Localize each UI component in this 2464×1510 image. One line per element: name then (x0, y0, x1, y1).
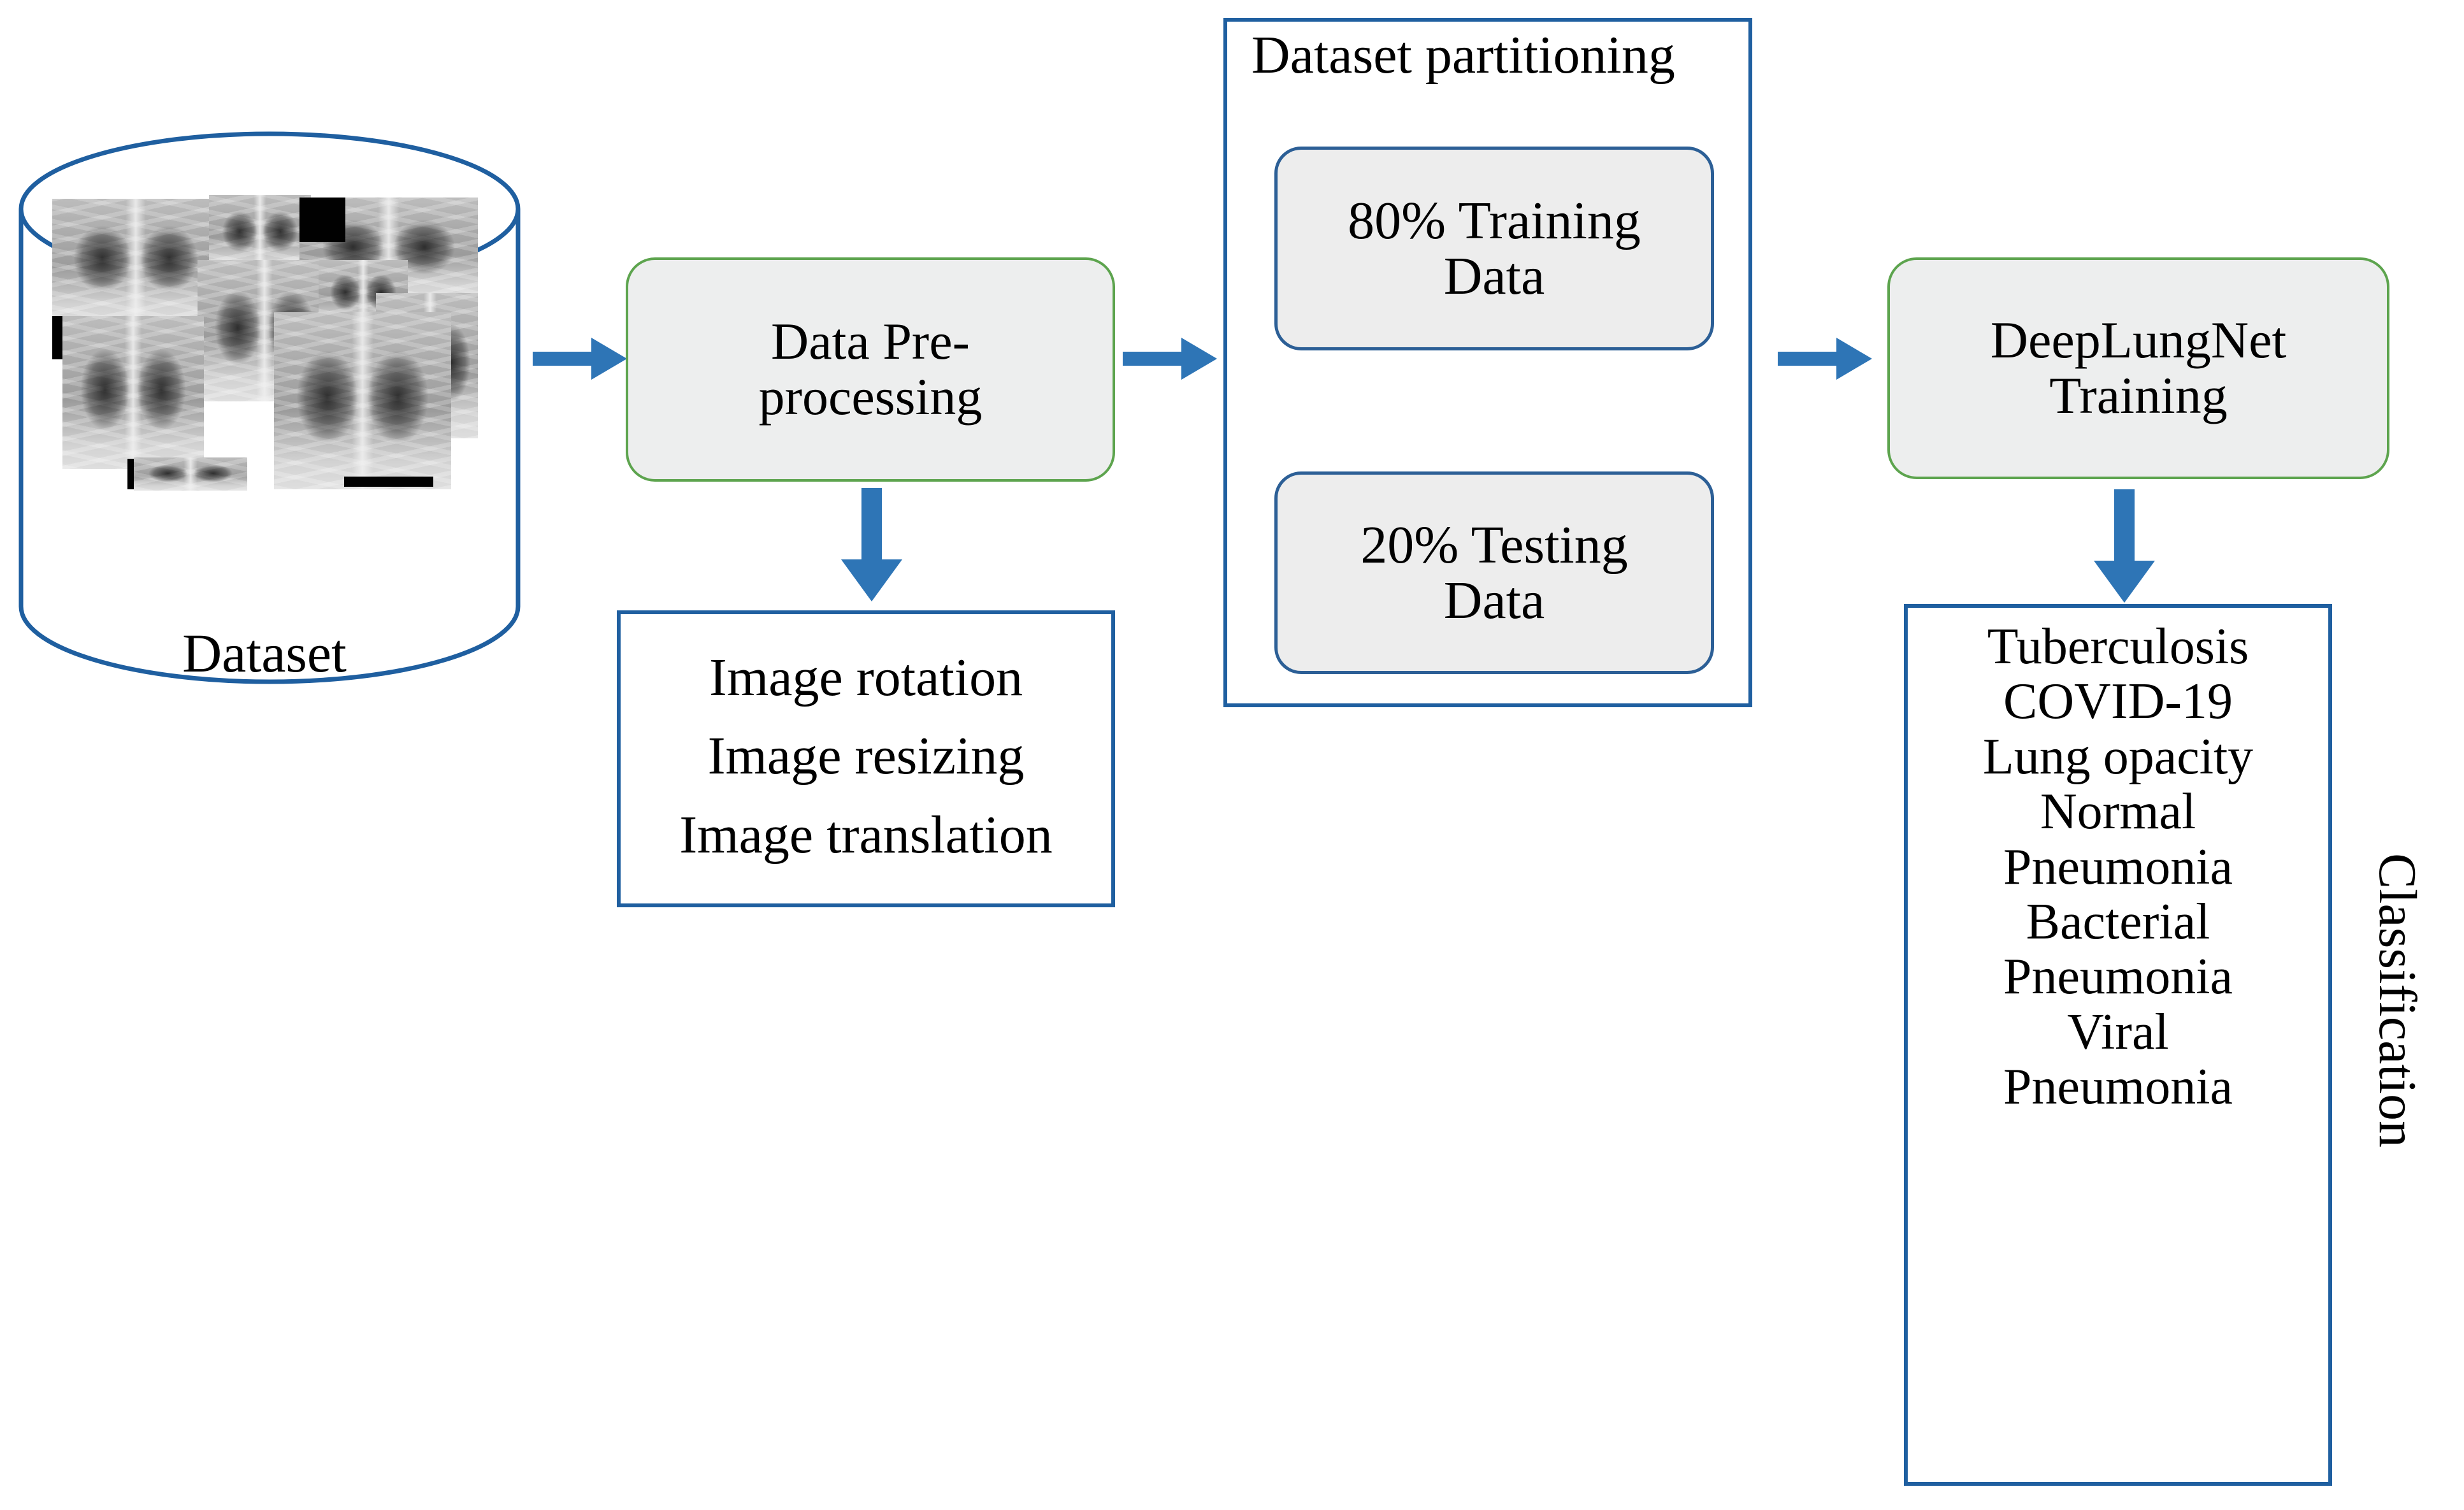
deeplungnet-training-box[interactable]: DeepLungNet Training (1887, 257, 2389, 479)
testing-split-label-line1: 20% Testing (1360, 515, 1628, 575)
chest-xray-collage-icon (45, 191, 478, 510)
class-label-bacterial-pneumonia: Pneumonia (2003, 949, 2233, 1005)
dataset-partitioning-title: Dataset partitioning (1251, 25, 1675, 85)
training-label-line2: Training (2049, 366, 2228, 424)
preprocessing-label-line2: processing (758, 368, 983, 426)
classification-output-box: Tuberculosis COVID-19 Lung opacity Norma… (1904, 604, 2332, 1486)
class-label-bacterial: Bacterial (2026, 893, 2210, 950)
arrow-partitioning-to-training (1778, 336, 1873, 381)
class-label-covid19: COVID-19 (2003, 673, 2233, 730)
augmentation-operations-box: Image rotation Image resizing Image tran… (617, 610, 1115, 907)
training-split-label-line2: Data (1443, 247, 1545, 306)
preprocessing-label-line1: Data Pre- (771, 312, 970, 371)
training-split-box[interactable]: 80% Training Data (1274, 147, 1714, 350)
class-label-normal: Normal (2040, 784, 2196, 840)
arrow-dataset-to-preprocessing (533, 336, 628, 381)
class-label-lung-opacity: Lung opacity (1982, 728, 2254, 785)
augmentation-item-translation: Image translation (679, 805, 1053, 865)
class-label-tuberculosis: Tuberculosis (1987, 619, 2249, 675)
augmentation-item-rotation: Image rotation (709, 647, 1023, 707)
testing-split-box[interactable]: 20% Testing Data (1274, 471, 1714, 674)
training-split-label-line1: 80% Training (1348, 191, 1641, 250)
dataset-label: Dataset (182, 622, 347, 684)
classification-vertical-label-text: Classification (2368, 853, 2428, 1147)
arrow-preprocessing-to-augmentation (836, 488, 907, 603)
class-label-viral: Viral (2067, 1003, 2169, 1060)
training-label-line1: DeepLungNet (1990, 311, 2287, 370)
classification-vertical-label: Classification (2333, 739, 2461, 1262)
augmentation-item-resizing: Image resizing (707, 726, 1025, 786)
arrow-training-to-classification (2089, 489, 2160, 604)
class-label-pneumonia: Pneumonia (2003, 838, 2233, 895)
data-preprocessing-box[interactable]: Data Pre- processing (626, 257, 1115, 482)
class-label-viral-pneumonia: Pneumonia (2003, 1059, 2233, 1116)
arrow-preprocessing-to-partitioning (1123, 336, 1218, 381)
testing-split-label-line2: Data (1443, 571, 1545, 630)
